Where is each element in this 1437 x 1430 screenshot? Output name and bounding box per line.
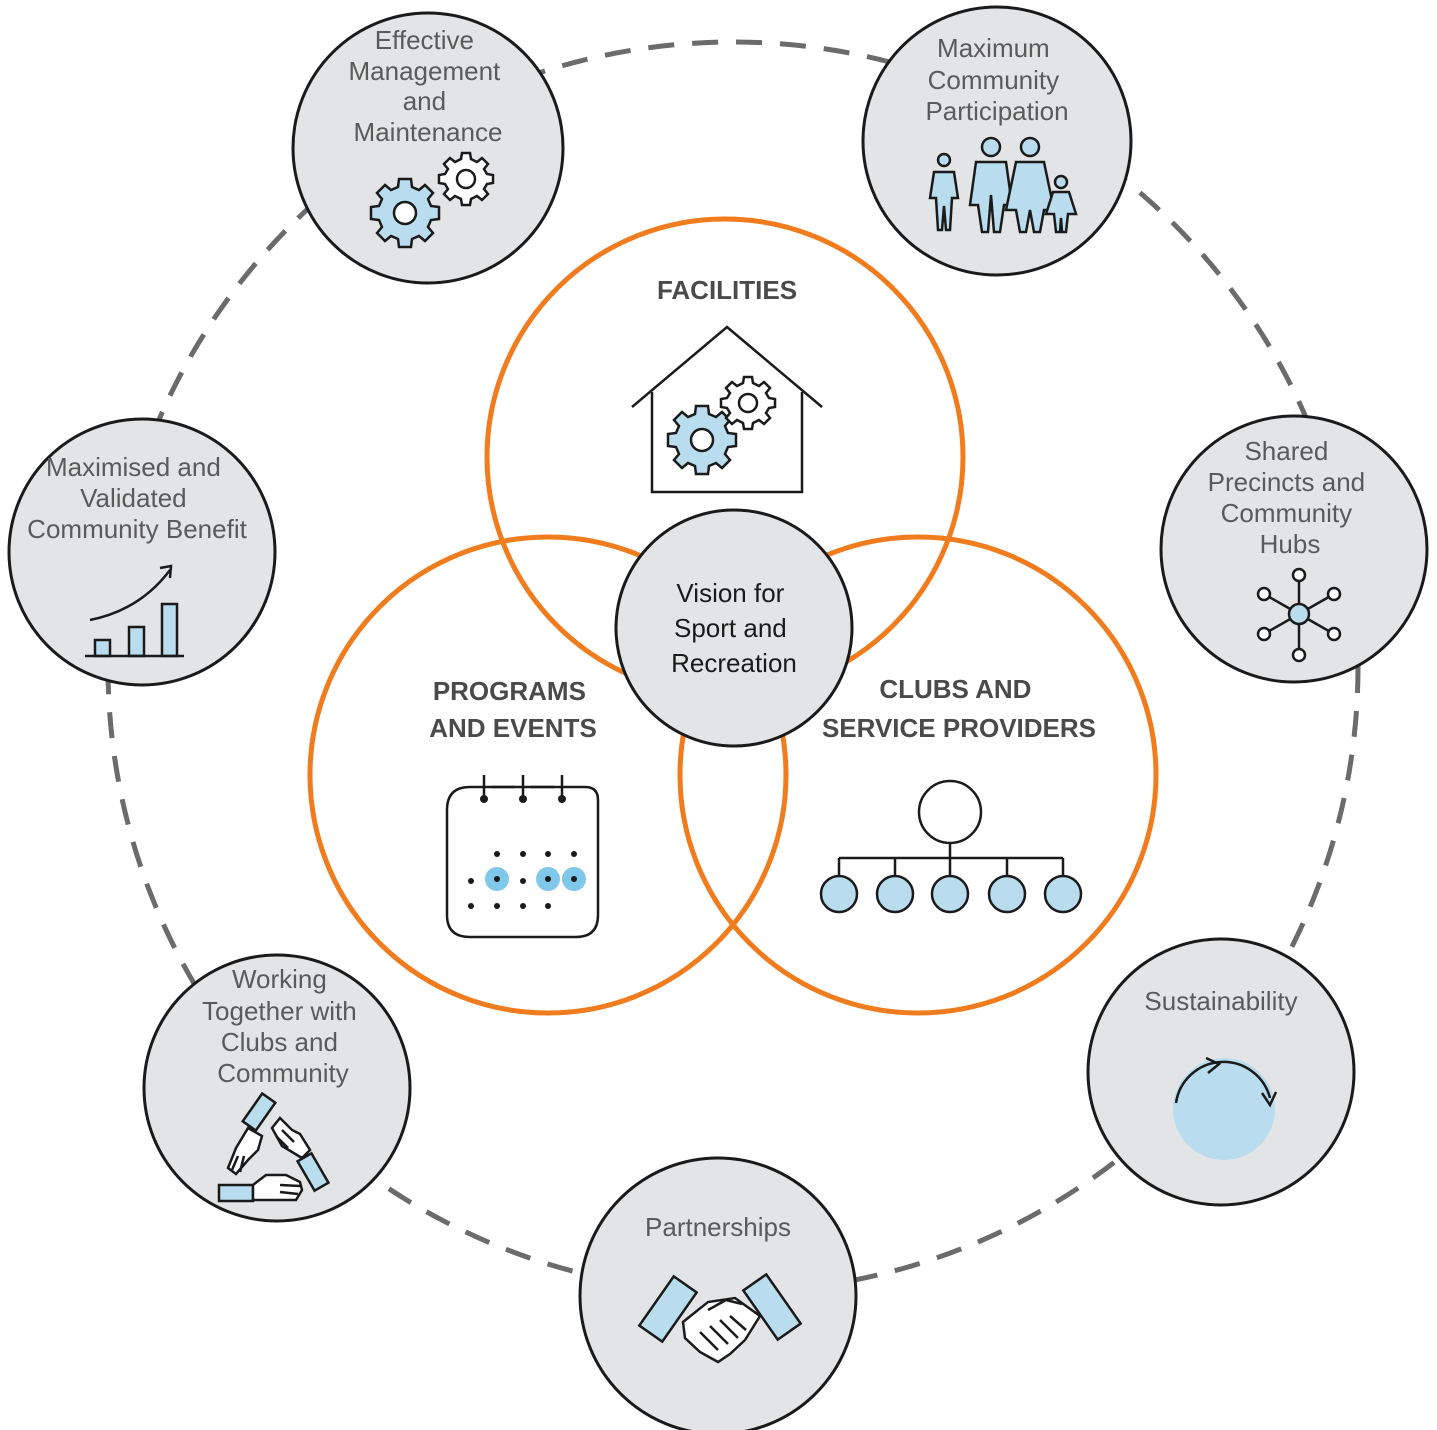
house-gears-icon — [631, 325, 823, 494]
gears-icon — [369, 151, 495, 249]
hands-circle-icon — [217, 1091, 331, 1203]
satellite-partnerships-label: Partnerships — [645, 1212, 791, 1242]
center-vision-circle — [614, 508, 854, 748]
satellite-management-label: Effective Management and Maintenance — [349, 25, 508, 147]
family-icon — [928, 136, 1078, 234]
satellite-precincts: Shared Precincts and Community Hubs — [1159, 414, 1429, 684]
programs-label: PROGRAMS AND EVENTS — [429, 676, 597, 743]
cycle-icon — [1173, 1056, 1278, 1160]
satellite-benefit: Maximised and Validated Community Benefi… — [7, 417, 277, 687]
handshake-icon — [637, 1272, 803, 1364]
center-vision-label: Vision for Sport and Recreation — [671, 578, 797, 678]
calendar-icon — [445, 775, 600, 939]
org-chart-icon — [819, 779, 1083, 914]
clubs-circle — [677, 534, 1159, 1016]
growth-chart-icon — [85, 564, 184, 658]
satellite-sustainability: Sustainability — [1086, 937, 1356, 1207]
satellite-benefit-label: Maximised and Validated Community Benefi… — [27, 452, 247, 544]
facilities-label: FACILITIES — [657, 275, 797, 305]
clubs-label: CLUBS AND SERVICE PROVIDERS — [822, 674, 1096, 743]
satellite-working-together: Working Together with Clubs and Communit… — [142, 953, 412, 1223]
programs-circle — [307, 534, 789, 1016]
hub-network-icon — [1256, 567, 1342, 663]
satellite-working-together-label: Working Together with Clubs and Communit… — [202, 964, 364, 1088]
satellite-sustainability-label: Sustainability — [1144, 986, 1297, 1016]
satellite-partnerships: Partnerships — [578, 1156, 858, 1430]
satellite-participation-label: Maximum Community Participation — [925, 33, 1068, 126]
satellite-management: Effective Management and Maintenance — [291, 11, 565, 285]
satellite-precincts-label: Shared Precincts and Community Hubs — [1208, 436, 1373, 559]
satellite-participation: Maximum Community Participation — [861, 5, 1133, 277]
